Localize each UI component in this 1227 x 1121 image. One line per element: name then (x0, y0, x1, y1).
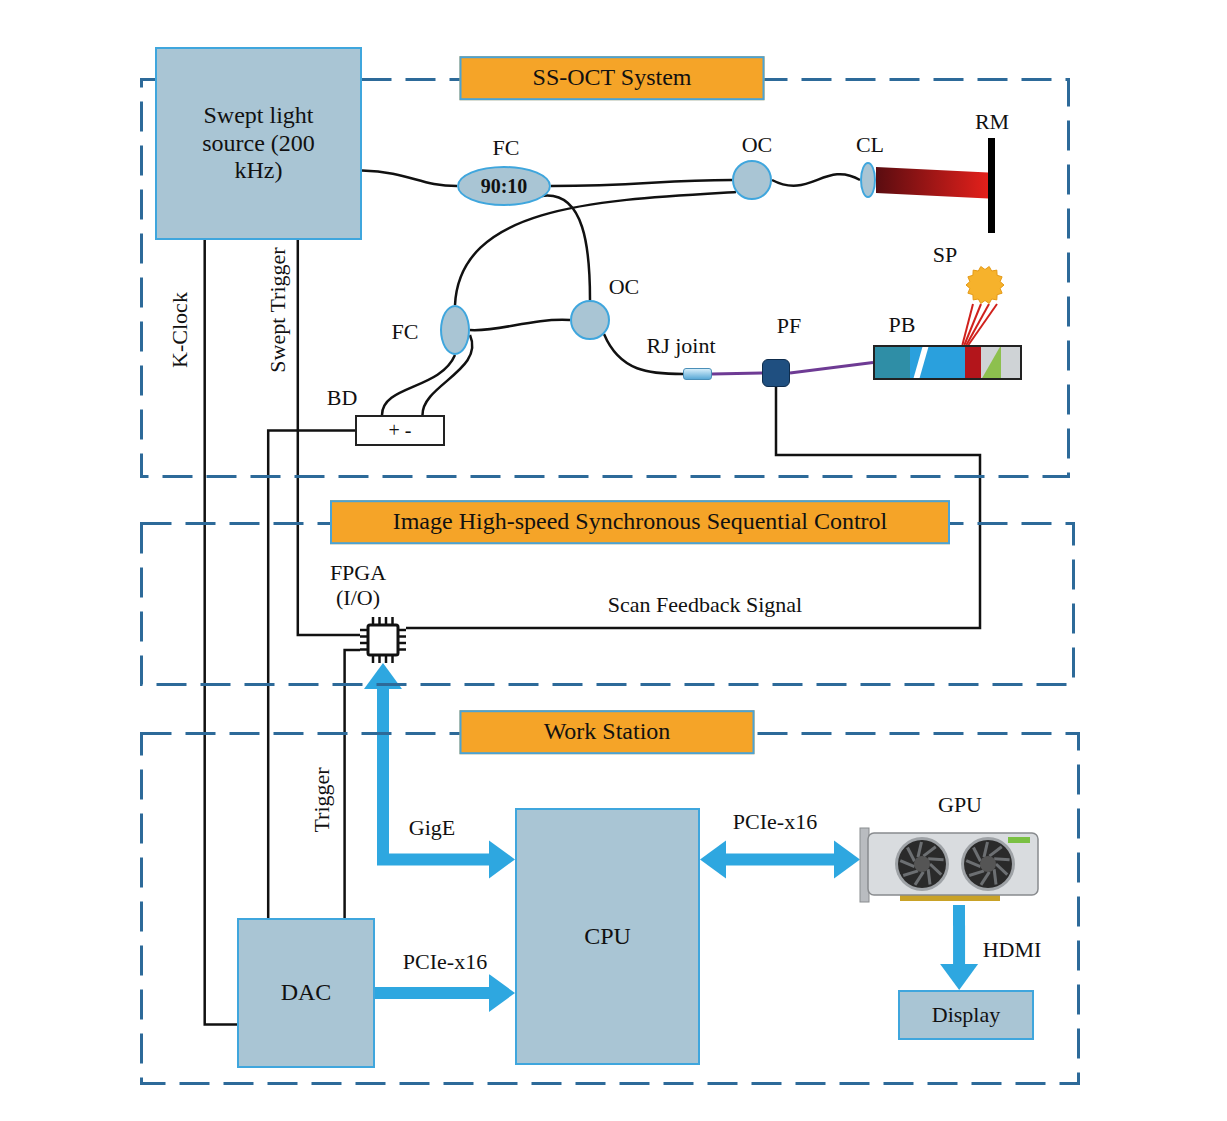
part-label: FC (392, 319, 419, 344)
pullback-fixture: PF (762, 359, 790, 387)
sample-symbol (966, 266, 1004, 304)
fiber-coupler: FC90:10 (457, 166, 551, 206)
gpu-image (860, 825, 1040, 905)
part-label: OC (742, 132, 773, 157)
part-label: GPU (938, 792, 982, 817)
cpu-box: CPU (515, 808, 700, 1065)
sample: SP (966, 266, 1004, 304)
box-label: DAC (281, 979, 332, 1007)
signal-label: PCIe-x16 (730, 809, 820, 834)
part-label: SP (933, 242, 957, 267)
box-label: 90:10 (481, 175, 528, 198)
rotary-joint: RJ joint (683, 368, 712, 380)
connector-line (542, 196, 590, 300)
data-arrow (700, 840, 860, 878)
part-label: PF (777, 313, 801, 338)
region-title: Image High-speed Synchronous Sequential … (330, 500, 950, 544)
data-arrow (364, 663, 515, 878)
fiber-line (790, 363, 873, 374)
box-label: Swept light source (200 kHz) (184, 102, 334, 185)
dac-box: DAC (237, 918, 375, 1068)
connector-line (205, 240, 237, 1025)
connector-line (345, 650, 360, 918)
box-label: CPU (584, 923, 631, 951)
signal-label: Trigger (309, 764, 334, 835)
gpu-card: GPU (860, 825, 1040, 905)
light-beam (876, 167, 988, 199)
connector-line (551, 180, 732, 186)
signal-label: GigE (406, 815, 458, 840)
part-label: PB (889, 312, 916, 337)
region-title: Work Station (460, 710, 755, 754)
part-label: OC (609, 274, 640, 299)
box-label: Display (932, 1002, 1000, 1027)
signal-label: PCIe-x16 (400, 949, 490, 974)
balanced-detector: BD+ - (355, 415, 445, 446)
signal-label: HDMI (980, 937, 1045, 962)
optical-circulator: OC (732, 160, 772, 200)
workstation-region: Work StationDACCPUGPUDisplay (140, 732, 1080, 1085)
part-label: RJ joint (646, 333, 715, 358)
part-label: FC (493, 135, 520, 160)
collimating-lens: CL (860, 162, 876, 198)
box-label: + - (389, 419, 412, 442)
part-label: CL (856, 132, 884, 157)
connector-line (470, 320, 570, 330)
part-label: BD (327, 385, 358, 410)
data-arrow (375, 974, 515, 1012)
reference-mirror: RM (988, 138, 995, 233)
probe-symbol (873, 345, 1022, 380)
connector-line (455, 192, 736, 305)
display-box: Display (898, 990, 1034, 1040)
scan-beam (962, 304, 997, 345)
region-title: SS-OCT System (460, 56, 765, 100)
chip-symbol (360, 617, 406, 663)
optical-circulator: OC (570, 300, 610, 340)
data-arrow (940, 905, 978, 990)
fiber-coupler: FC (440, 305, 470, 355)
signal-label: Swept Trigger (265, 244, 290, 375)
connector-line (362, 171, 457, 187)
fiber-line (712, 373, 762, 374)
connector-line (772, 174, 860, 186)
signal-label: K-Clock (167, 289, 192, 371)
part-label: FPGA (I/O) (323, 560, 393, 611)
signal-label: Scan Feedback Signal (605, 592, 805, 617)
light-source-box: Swept light source (200 kHz) (155, 47, 362, 240)
fpga-chip: FPGA (I/O) (360, 617, 406, 663)
part-label: RM (975, 109, 1009, 134)
probe: PB (873, 345, 1022, 380)
